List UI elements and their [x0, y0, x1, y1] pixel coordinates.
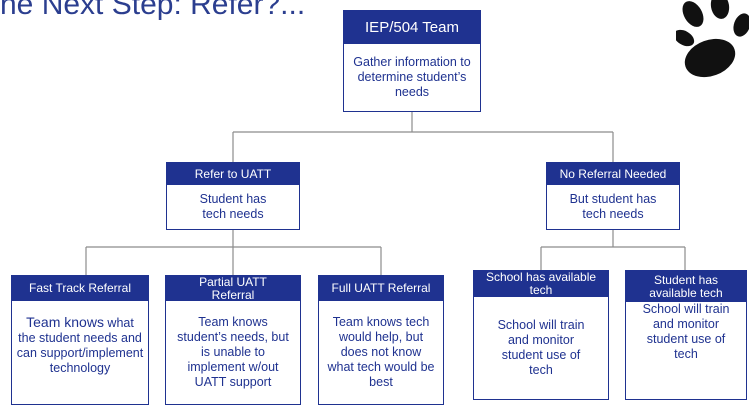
school-tech-node-body: School will train and monitor student us… [497, 318, 585, 377]
school-tech-node-header: School has available tech [474, 271, 608, 297]
student-tech-node: Student has available tech School will t… [625, 270, 747, 400]
fast-track-node-body: Team knows what the student needs and ca… [12, 301, 148, 404]
fast-track-body-lead: Team knows [26, 314, 104, 330]
root-node-body: Gather information to determine student’… [353, 55, 471, 99]
refer-node: Refer to UATT Student has tech needs [166, 162, 300, 230]
partial-node-body: Team knows student’s needs, but is unabl… [177, 315, 289, 389]
school-tech-node: School has available tech School will tr… [473, 270, 609, 400]
full-referral-node-header: Full UATT Referral [319, 276, 443, 301]
student-tech-node-body: School will train and monitor student us… [642, 302, 730, 361]
partial-node: Partial UATT Referral Team knows student… [165, 275, 301, 405]
refer-node-header: Refer to UATT [167, 163, 299, 185]
student-tech-node-header: Student has available tech [626, 271, 746, 302]
full-referral-node: Full UATT Referral Team knows tech would… [318, 275, 444, 405]
fast-track-node-header: Fast Track Referral [12, 276, 148, 301]
root-node-header: IEP/504 Team [344, 11, 480, 44]
no-referral-node: No Referral Needed But student has tech … [546, 162, 680, 230]
no-referral-node-body: But student has tech needs [569, 192, 657, 221]
slide-title: he Next Step: Refer?... [0, 0, 306, 21]
refer-node-body: Student has tech needs [199, 192, 267, 221]
no-referral-node-header: No Referral Needed [547, 163, 679, 185]
partial-node-header: Partial UATT Referral [166, 275, 300, 301]
paw-print-icon [676, 0, 749, 78]
full-referral-node-body: Team knows tech would help, but does not… [327, 315, 435, 389]
root-node: IEP/504 Team Gather information to deter… [343, 10, 481, 112]
fast-track-node: Fast Track Referral Team knows what the … [11, 275, 149, 405]
fast-track-body-text: what the student needs and can support/i… [16, 316, 144, 375]
